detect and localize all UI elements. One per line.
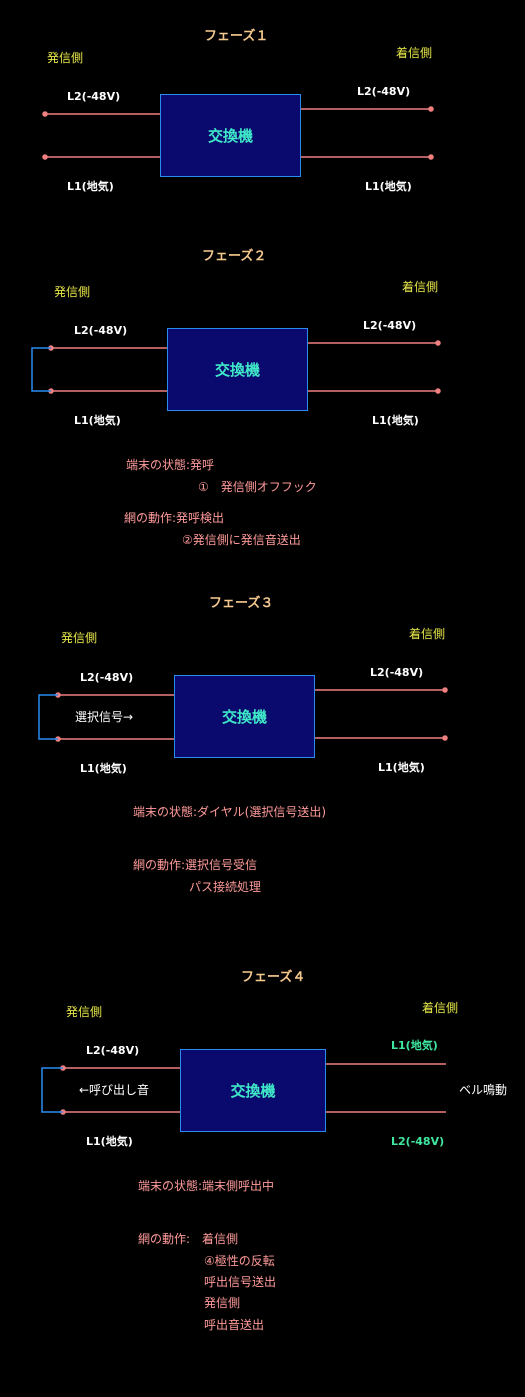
p4-offhook-loop [41, 1067, 63, 1113]
phase1-exchange-box: 交換機 [160, 94, 301, 177]
phase3-caller-label: 発信側 [61, 631, 98, 645]
phase3-l2-right: L2(-48V) [370, 666, 424, 679]
phase1-l2-left: L2(-48V) [67, 90, 121, 103]
phase4-note-callee: 着信側 [202, 1232, 239, 1246]
phase4-exchange-box: 交換機 [180, 1049, 326, 1132]
phase2-title: フェーズ２ [202, 249, 267, 264]
phase4-title: フェーズ４ [241, 970, 306, 985]
phase3-title: フェーズ３ [209, 596, 274, 611]
phase4-callee-label: 着信側 [422, 1001, 459, 1015]
phase2-callee-label: 着信側 [402, 280, 439, 294]
phase3-l2-left: L2(-48V) [80, 671, 134, 684]
phase2-l1-right: L1(地気) [372, 414, 419, 427]
phase3-callee-label: 着信側 [409, 627, 446, 641]
phase1-exchange-label: 交換機 [207, 127, 253, 145]
p3-offhook-loop [38, 694, 58, 740]
phase4-bell-signal: ベル鳴動 [459, 1083, 508, 1097]
phase1-caller-label: 発信側 [47, 51, 84, 65]
phase2-note-offhook: ① 発信側オフフック [198, 480, 317, 494]
phase4-note-ring-signal: 呼出信号送出 [204, 1275, 277, 1289]
phase1-title: フェーズ１ [204, 29, 269, 44]
phase4-note-caller: 発信側 [204, 1296, 241, 1310]
phase4-note-network: 網の動作: [138, 1232, 191, 1246]
phase2-note-network: 網の動作:発呼検出 [124, 511, 225, 525]
phase2-note-dialtone: ②発信側に発信音送出 [182, 533, 301, 547]
phase1-callee-label: 着信側 [396, 46, 433, 60]
phase2-exchange-box: 交換機 [167, 328, 308, 411]
phase3-note-path: パス接続処理 [189, 880, 262, 894]
phase2-note-terminal: 端末の状態:発呼 [126, 458, 215, 472]
phase2-exchange-label: 交換機 [214, 361, 260, 379]
phase4-exchange-label: 交換機 [230, 1082, 276, 1100]
phase4-l1-right: L1(地気) [391, 1039, 438, 1052]
phase3-exchange-label: 交換機 [221, 708, 267, 726]
phase3-note-network: 網の動作:選択信号受信 [133, 858, 258, 872]
phase3-l1-right: L1(地気) [378, 761, 425, 774]
phase1-l1-right: L1(地気) [365, 180, 412, 193]
phase4-caller-label: 発信側 [66, 1005, 103, 1019]
phase4-note-ringback: 呼出音送出 [204, 1318, 265, 1332]
phase3-select-signal: 選択信号→ [75, 710, 134, 724]
phase2-l1-left: L1(地気) [74, 414, 121, 427]
phase4-note-polarity: ④極性の反転 [204, 1254, 275, 1268]
phase3-note-terminal: 端末の状態:ダイヤル(選択信号送出) [133, 805, 327, 819]
phase4-l1-left: L1(地気) [86, 1135, 133, 1148]
phase4-note-terminal: 端末の状態:端末側呼出中 [138, 1179, 275, 1193]
phase2-caller-label: 発信側 [54, 285, 91, 299]
p2-offhook-loop [31, 347, 51, 392]
phase1-l2-right: L2(-48V) [357, 85, 411, 98]
phase3-exchange-box: 交換機 [174, 675, 315, 758]
phase4-ringback-signal: ←呼び出し音 [79, 1083, 150, 1097]
phase2-l2-right: L2(-48V) [363, 319, 417, 332]
phase3-l1-left: L1(地気) [80, 762, 127, 775]
phase2-l2-left: L2(-48V) [74, 324, 128, 337]
phase4-l2-right: L2(-48V) [391, 1135, 445, 1148]
phase1-l1-left: L1(地気) [67, 180, 114, 193]
phase4-l2-left: L2(-48V) [86, 1044, 140, 1057]
